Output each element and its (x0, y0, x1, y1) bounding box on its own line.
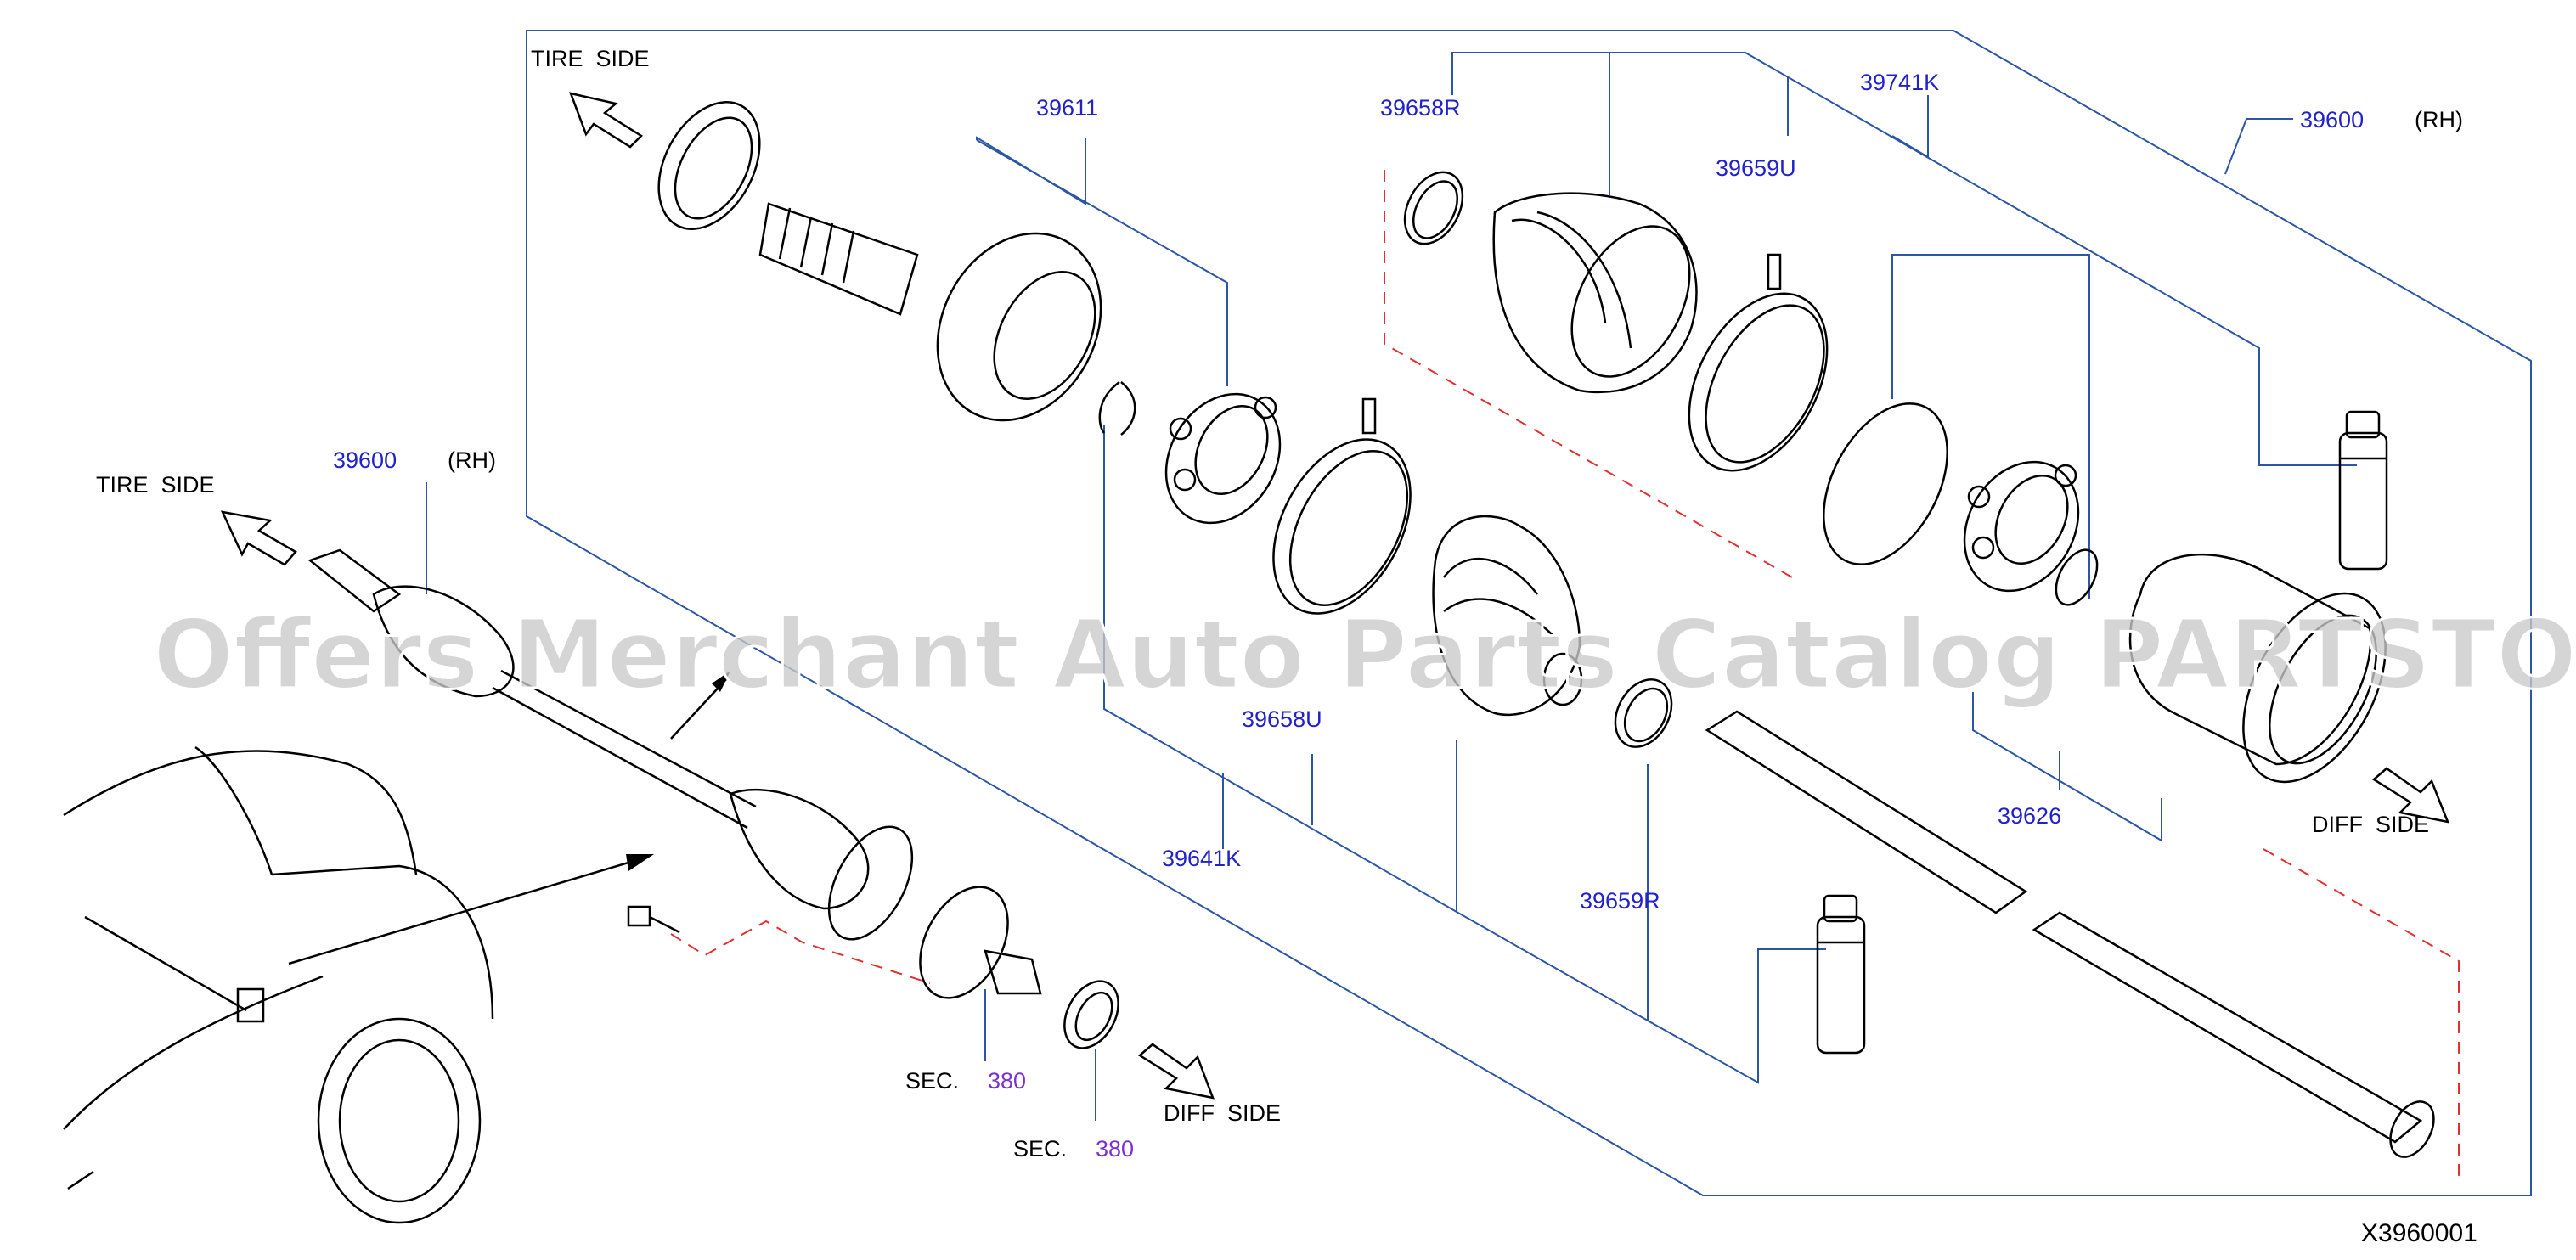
circlip-small (2055, 548, 2099, 606)
direction-arrow-tire-left (220, 510, 297, 566)
flange-hub (919, 886, 1042, 999)
complete-axle-assembly (307, 548, 914, 941)
vehicle-location-sketch (63, 745, 494, 1224)
dashed-guides (670, 170, 2460, 1176)
direction-arrow-diff-right (2371, 767, 2450, 824)
part-number-39741K[interactable]: 39741K (1860, 70, 1939, 95)
section-ref-number-1[interactable]: 380 (988, 1068, 1026, 1094)
outer-cv-joint-39611 (758, 202, 1102, 422)
inner-housing-39626 (2128, 553, 2387, 784)
drive-shaft-long (1705, 710, 2435, 1158)
part-number-39658R[interactable]: 39658R (1380, 95, 1461, 121)
section-ref-prefix-1: SEC. (905, 1068, 959, 1094)
tire-side-label-top: TIRE SIDE (531, 46, 650, 71)
rh-qualifier-left: (RH) (448, 447, 496, 473)
diff-side-label-bottom: DIFF SIDE (1164, 1100, 1281, 1126)
boot-39741K-upper (1492, 192, 1698, 394)
diagram-code: X3960001 (2361, 1219, 2477, 1247)
part-number-39600-left[interactable]: 39600 (333, 447, 397, 473)
part-number-39626[interactable]: 39626 (1998, 803, 2061, 829)
boot-band-39659R (1614, 678, 1673, 748)
small-band-39658R (1403, 171, 1464, 245)
direction-arrow-diff-bottom (1137, 1043, 1215, 1100)
leader-lines (426, 52, 2357, 1121)
tire-side-label-left: TIRE SIDE (96, 472, 215, 498)
part-number-39659R[interactable]: 39659R (1580, 888, 1660, 914)
direction-arrow-tire-top (569, 92, 643, 149)
inner-bearing-cage (1164, 392, 1282, 525)
boot-39741K-lower (1432, 515, 1583, 717)
assembly-boundary-outline (526, 30, 2532, 1196)
oil-seal (1063, 980, 1119, 1049)
indication-arrows (288, 671, 730, 965)
bolt (627, 905, 680, 934)
boot-band-39659U (1688, 253, 1829, 472)
part-number-39659U[interactable]: 39659U (1716, 155, 1796, 181)
part-number-39641K[interactable]: 39641K (1162, 846, 1241, 871)
boot-band-39658U (1272, 397, 1412, 615)
part-number-39600-top[interactable]: 39600 (2300, 107, 2364, 132)
part-number-39658U[interactable]: 39658U (1242, 706, 1322, 732)
snap-ring (1823, 402, 1948, 565)
diff-side-label-right: DIFF SIDE (2312, 812, 2429, 837)
part-number-39611[interactable]: 39611 (1036, 95, 1098, 121)
section-ref-number-2[interactable]: 380 (1096, 1136, 1134, 1162)
inner-cage-tripod (1963, 460, 2080, 593)
section-ref-prefix-2: SEC. (1013, 1136, 1067, 1162)
grease-tube-upper (2338, 410, 2388, 571)
grease-seal-ring (657, 101, 761, 230)
grease-tube-lower (1816, 894, 1866, 1055)
watermark-text: Offers Merchant Auto Parts Catalog PARTS… (153, 600, 2576, 711)
circlip-39641K (1098, 380, 1136, 436)
rh-qualifier-top: (RH) (2415, 107, 2463, 132)
